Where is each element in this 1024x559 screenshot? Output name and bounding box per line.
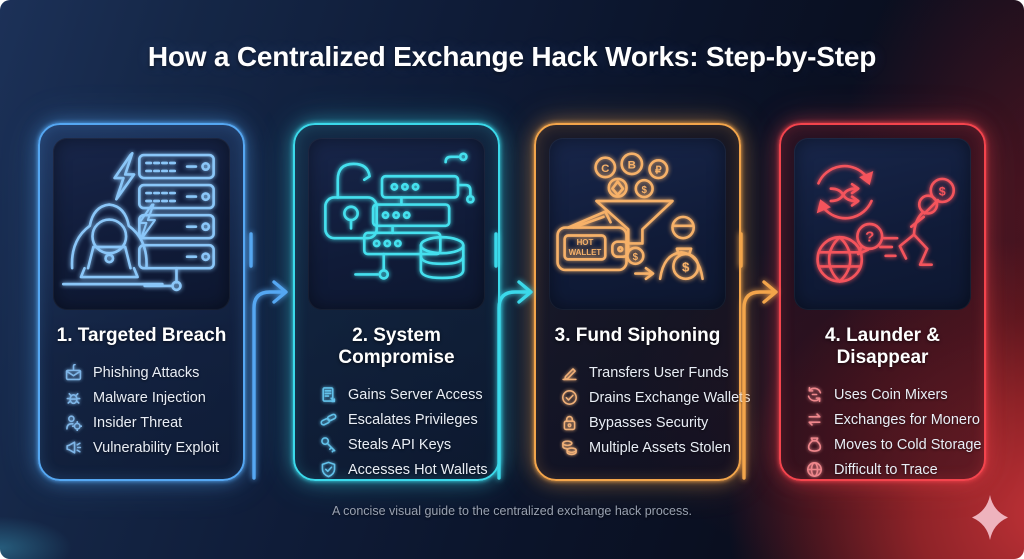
capsules-icon — [320, 411, 337, 428]
list-item-label: Escalates Privileges — [348, 411, 478, 428]
list-item-label: Vulnerability Exploit — [93, 439, 219, 456]
sparkle-icon — [972, 495, 1008, 540]
step-card-launder-disappear: ? $ 4. Launder & Disappear Uses Coin Mix… — [779, 123, 986, 481]
step-title: 1. Targeted Breach — [56, 325, 227, 346]
coins-icon — [561, 439, 578, 456]
key-icon — [320, 436, 337, 453]
step-card-system-compromise: 2. System Compromise Gains Server Access… — [293, 123, 500, 481]
padlock-servers-illustration — [308, 138, 485, 310]
list-item-label: Transfers User Funds — [589, 364, 729, 381]
list-item: Malware Injection — [65, 385, 235, 410]
bag-symbol: $ — [682, 260, 690, 275]
shield-check-icon — [320, 461, 337, 478]
list-item-label: Gains Server Access — [348, 386, 483, 403]
step-item-list: Gains Server Access Escalates Privileges… — [295, 382, 498, 482]
coin-symbol: C — [601, 163, 609, 175]
list-item-label: Drains Exchange Wallets — [589, 389, 751, 406]
list-item-label: Exchanges for Monero — [834, 411, 980, 428]
list-item: Gains Server Access — [320, 382, 490, 407]
funnel-wallet-thief-icon: C B ₽ $ $ HOT WALLET $ — [555, 152, 704, 281]
list-item-label: Moves to Cold Storage — [834, 436, 982, 453]
flow-arrow-step1-to-step2 — [246, 230, 300, 480]
list-item: Bypasses Security — [561, 410, 731, 435]
flow-arrow-step2-to-step3 — [491, 230, 545, 480]
phishing-envelope-icon — [65, 364, 82, 381]
step-item-list: Transfers User Funds Drains Exchange Wal… — [536, 360, 750, 460]
question-symbol: ? — [865, 229, 874, 246]
list-item: Difficult to Trace — [806, 457, 976, 482]
list-item-label: Malware Injection — [93, 389, 206, 406]
runner-bag-symbol: $ — [938, 185, 945, 199]
server-doc-icon — [320, 386, 337, 403]
wallet-label-line2: WALLET — [568, 248, 601, 257]
coin-symbol: B — [627, 159, 635, 171]
list-item-label: Bypasses Security — [589, 414, 709, 431]
moneybag-icon — [806, 436, 823, 453]
hacker-servers-illustration — [53, 138, 230, 310]
mixer-icon — [806, 386, 823, 403]
step-card-targeted-breach: 1. Targeted Breach Phishing Attacks Malw… — [38, 123, 245, 481]
list-item-label: Uses Coin Mixers — [834, 386, 948, 403]
list-item: Phishing Attacks — [65, 360, 235, 385]
list-item-label: Insider Threat — [93, 414, 183, 431]
list-item-label: Accesses Hot Wallets — [348, 461, 488, 478]
list-item: Steals API Keys — [320, 432, 490, 457]
wallet-label-line1: HOT — [576, 238, 593, 247]
mixer-globe-runner-illustration: ? $ — [794, 138, 971, 310]
bug-icon — [65, 389, 82, 406]
list-item: Vulnerability Exploit — [65, 435, 235, 460]
coin-symbol: $ — [641, 185, 647, 196]
funnel-coin-symbol: $ — [632, 252, 638, 263]
lock-icon — [561, 414, 578, 431]
list-item: Multiple Assets Stolen — [561, 435, 731, 460]
flow-arrow-step3-to-step4 — [736, 230, 790, 480]
padlock-servers-icon — [323, 152, 475, 280]
list-item: Accesses Hot Wallets — [320, 457, 490, 482]
list-item: Insider Threat — [65, 410, 235, 435]
list-item: Moves to Cold Storage — [806, 432, 982, 457]
list-item-label: Difficult to Trace — [834, 461, 938, 478]
list-item: Transfers User Funds — [561, 360, 731, 385]
step-title: 3. Fund Siphoning — [554, 325, 721, 346]
list-item-label: Steals API Keys — [348, 436, 452, 453]
page-title: How a Centralized Exchange Hack Works: S… — [147, 41, 877, 72]
list-item: Drains Exchange Wallets — [561, 385, 750, 410]
insider-person-icon — [65, 414, 82, 431]
step-item-list: Phishing Attacks Malware Injection Insid… — [40, 360, 243, 460]
globe-icon — [806, 461, 823, 478]
list-item-label: Multiple Assets Stolen — [589, 439, 731, 456]
funnel-wallet-thief-illustration: C B ₽ $ $ HOT WALLET $ — [549, 138, 726, 310]
list-item-label: Phishing Attacks — [93, 364, 200, 381]
mixer-globe-runner-icon: ? $ — [815, 164, 955, 283]
list-item: Escalates Privileges — [320, 407, 490, 432]
list-item: Uses Coin Mixers — [806, 382, 976, 407]
step-title: 2. System Compromise — [338, 325, 455, 368]
footer-caption: A concise visual guide to the centralize… — [332, 504, 692, 518]
step-title: 4. Launder & Disappear — [824, 325, 941, 368]
coin-symbol: ₽ — [654, 165, 661, 177]
step-item-list: Uses Coin Mixers Exchanges for Monero Mo… — [781, 382, 984, 482]
swap-icon — [806, 411, 823, 428]
megaphone-icon — [65, 439, 82, 456]
list-item: Exchanges for Monero — [806, 407, 980, 432]
pen-icon — [561, 364, 578, 381]
step-card-fund-siphoning: C B ₽ $ $ HOT WALLET $ 3. Fun — [534, 123, 750, 481]
check-circle-icon — [561, 389, 578, 406]
hacker-servers-icon — [61, 151, 215, 292]
